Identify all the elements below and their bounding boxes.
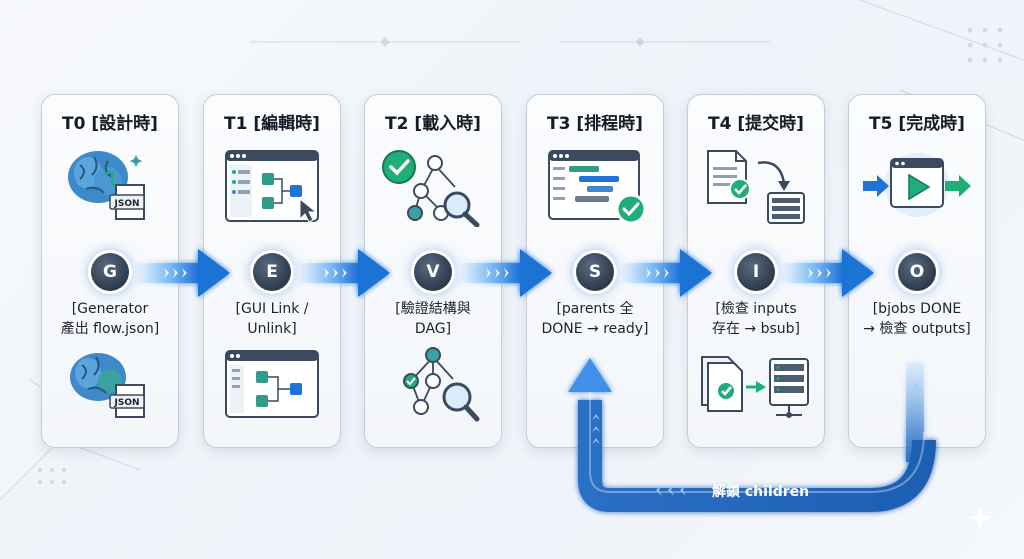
node-i: I <box>737 253 775 291</box>
stage-description: [驗證結構與 DAG] <box>365 299 501 339</box>
desc-line: [bjobs DONE <box>872 301 962 317</box>
brain-json-icon: JSON <box>68 151 145 220</box>
node-v: V <box>414 253 452 291</box>
node-s: S <box>576 253 614 291</box>
desc-line: DONE → ready] <box>541 321 649 337</box>
stage-title: T0 [設計時] <box>62 114 158 134</box>
stage-card-t2: T2 [載入時] V [驗證結構與 DAG] <box>364 94 502 448</box>
desc-line: [GUI Link / <box>235 301 309 317</box>
desc-line: [Generator <box>71 301 149 317</box>
play-window-arrows-icon <box>863 153 971 217</box>
desc-line: Unlink] <box>247 321 297 337</box>
desc-line: [檢查 inputs <box>715 301 797 317</box>
document-check-server-icon <box>707 150 805 224</box>
node-g: G <box>91 253 129 291</box>
desc-line: [parents 全 <box>556 301 634 317</box>
brain-json-icon: JSON <box>70 353 145 418</box>
feedback-label: 解鎖 children <box>712 484 810 500</box>
desc-line: DAG] <box>414 321 452 337</box>
stage-card-t3: T3 [排程時] S [parents 全 DONE → ready] <box>526 94 664 448</box>
json-badge-bottom: JSON <box>113 398 139 408</box>
stage-description: [檢查 inputs 存在 → bsub] <box>688 299 824 339</box>
gui-window-link-icon <box>225 150 319 223</box>
desc-line: → 檢查 outputs] <box>863 321 971 337</box>
gui-window-link-icon <box>225 350 319 418</box>
stage-description: [GUI Link / Unlink] <box>204 299 340 339</box>
stage-description: [Generator 產出 flow.json] <box>42 299 178 339</box>
node-e: E <box>253 253 291 291</box>
stage-title: T2 [載入時] <box>385 114 481 134</box>
stage-card-t0: T0 [設計時] JSON G [Generator 產出 flow.json]… <box>41 94 179 448</box>
stage-card-t4: T4 [提交時] I [檢查 inputs 存在 → bsub] <box>687 94 825 448</box>
stage-title: T4 [提交時] <box>708 114 804 134</box>
stage-card-t1: T1 [編輯時] E [GUI Link / Unlink] <box>203 94 341 448</box>
stage-title: T5 [完成時] <box>869 114 965 134</box>
node-o: O <box>898 253 936 291</box>
stage-title: T3 [排程時] <box>547 114 643 134</box>
stage-title: T1 [編輯時] <box>224 114 320 134</box>
dag-check-magnifier-icon <box>403 347 480 422</box>
files-check-server-icon <box>701 356 809 418</box>
desc-line: [驗證結構與 <box>395 301 471 317</box>
stage-description: [parents 全 DONE → ready] <box>527 299 663 339</box>
desc-line: 產出 flow.json] <box>60 321 160 337</box>
gantt-schedule-check-icon <box>548 150 647 225</box>
json-badge-top: JSON <box>113 199 139 209</box>
desc-line: 存在 → bsub] <box>711 321 801 337</box>
dag-check-magnifier-icon <box>382 150 480 227</box>
stage-description: [bjobs DONE → 檢查 outputs] <box>849 299 985 339</box>
stage-card-t5: T5 [完成時] O [bjobs DONE → 檢查 outputs] <box>848 94 986 448</box>
